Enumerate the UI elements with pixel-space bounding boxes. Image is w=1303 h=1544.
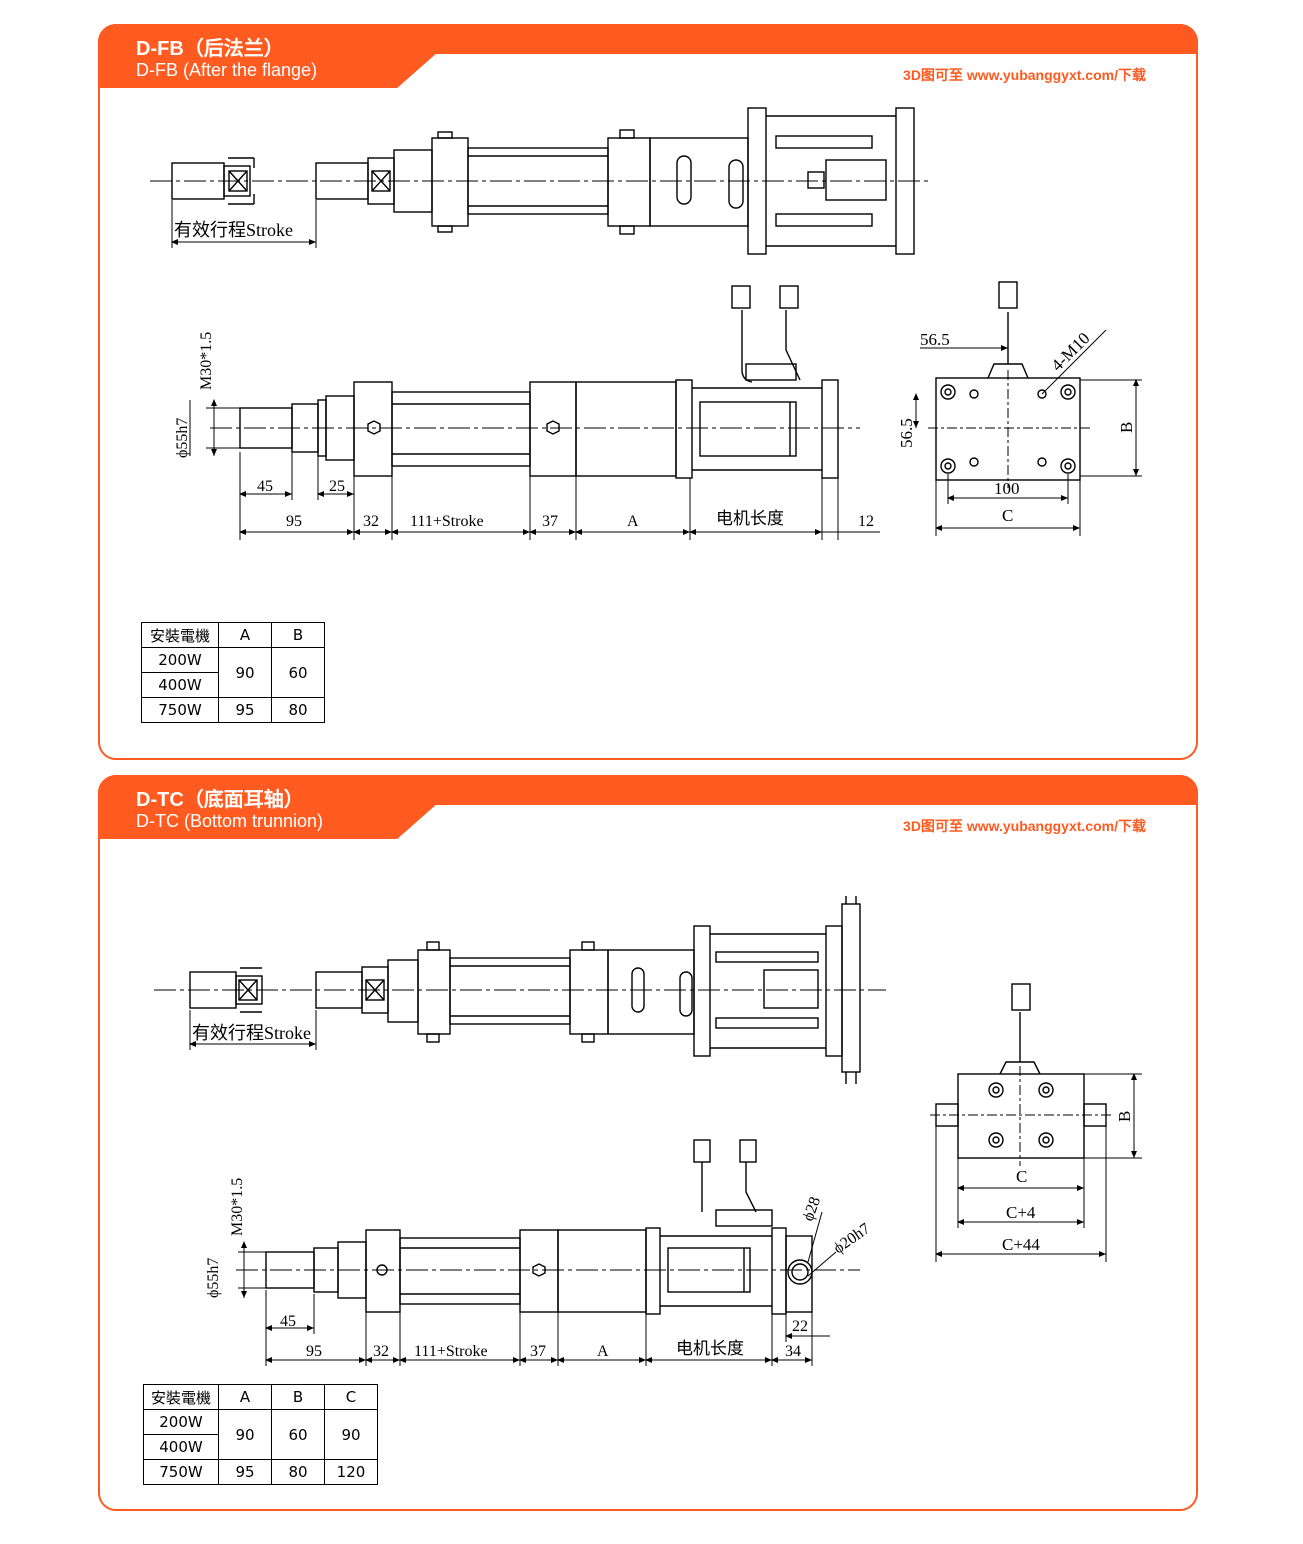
cell-motor: 400W xyxy=(141,672,219,698)
fb-side-view xyxy=(189,285,880,540)
dim-d55: ϕ55h7 xyxy=(205,1258,222,1298)
cell-c: 90 xyxy=(324,1409,378,1460)
header-motor: 安裝電機 xyxy=(143,1384,219,1410)
cell-b: 60 xyxy=(271,647,325,698)
motor-spec-table: 安裝電機 A B 200W 90 60 400W 750W 95 80 xyxy=(141,622,325,723)
header-c: C xyxy=(324,1384,378,1410)
dim-56-5-vertical: 56.5 xyxy=(897,418,916,448)
dim-4-m10: 4-M10 xyxy=(1047,329,1093,375)
cell-a: 90 xyxy=(218,1409,272,1460)
dim-c: C xyxy=(1002,506,1013,525)
dim-c-plus-4: C+4 xyxy=(1006,1203,1036,1222)
dim-32: 32 xyxy=(373,1343,389,1360)
cell-a: 90 xyxy=(218,647,272,698)
header-tab xyxy=(98,52,438,88)
fb-top-view xyxy=(150,107,930,255)
tc-top-view xyxy=(154,896,886,1084)
dim-100: 100 xyxy=(994,479,1020,498)
cell-motor: 200W xyxy=(143,1409,219,1435)
download-link[interactable]: 3D图可至 www.yubanggyxt.com/下载 xyxy=(903,818,1146,834)
section-title: D-TC（底面耳轴） xyxy=(136,789,304,811)
section-subtitle: D-FB (After the flange) xyxy=(136,60,318,80)
cell-b: 80 xyxy=(271,697,325,723)
header-a: A xyxy=(218,1384,272,1410)
dim-a: A xyxy=(597,1343,609,1360)
dim-37: 37 xyxy=(542,513,558,530)
header-tab xyxy=(98,803,438,839)
dim-25: 25 xyxy=(329,478,345,495)
dim-12: 12 xyxy=(858,513,874,530)
dim-32: 32 xyxy=(363,513,379,530)
dim-motor-length: 电机长度 xyxy=(676,1339,744,1358)
cell-motor: 400W xyxy=(143,1434,219,1460)
cell-c: 120 xyxy=(324,1459,378,1485)
dim-b: B xyxy=(1117,422,1136,433)
cell-motor: 750W xyxy=(141,697,219,723)
dim-a: A xyxy=(627,513,639,530)
cell-motor: 750W xyxy=(143,1459,219,1485)
cell-a: 95 xyxy=(218,1459,272,1485)
dim-111-stroke: 111+Stroke xyxy=(410,513,484,530)
section-subtitle: D-TC (Bottom trunnion) xyxy=(136,811,324,831)
header-b: B xyxy=(271,1384,325,1410)
cell-motor: 200W xyxy=(141,647,219,673)
stroke-label: 有效行程Stroke xyxy=(174,220,293,240)
dim-m30: M30*1.5 xyxy=(198,332,215,390)
download-link[interactable]: 3D图可至 www.yubanggyxt.com/下载 xyxy=(903,67,1146,83)
cell-a: 95 xyxy=(218,697,272,723)
dim-56-5-horizontal: 56.5 xyxy=(920,330,950,349)
fb-end-view xyxy=(913,281,1142,536)
dim-d55: ϕ55h7 xyxy=(174,418,191,458)
header-motor: 安裝電機 xyxy=(141,622,219,648)
dim-45: 45 xyxy=(280,1313,296,1330)
motor-spec-table: 安裝電機 A B C 200W 90 60 90 400W 750W 95 80… xyxy=(143,1384,378,1485)
header-a: A xyxy=(218,622,272,648)
dim-45: 45 xyxy=(257,478,273,495)
dim-motor-length: 电机长度 xyxy=(716,509,784,528)
header-band xyxy=(98,24,1198,54)
header-b: B xyxy=(271,622,325,648)
dim-111-stroke: 111+Stroke xyxy=(414,1343,488,1360)
dim-m30: M30*1.5 xyxy=(229,1178,246,1236)
tc-side-view xyxy=(236,1139,860,1366)
tc-end-view xyxy=(930,983,1142,1262)
dim-c-plus-44: C+44 xyxy=(1002,1235,1040,1254)
cell-b: 80 xyxy=(271,1459,325,1485)
dim-b: B xyxy=(1115,1111,1134,1122)
section-title: D-FB（后法兰） xyxy=(136,38,284,60)
header-band xyxy=(98,775,1198,805)
dim-c: C xyxy=(1016,1167,1027,1186)
dim-95: 95 xyxy=(306,1343,322,1360)
dim-d20: ϕ20h7 xyxy=(831,1220,874,1257)
dim-34: 34 xyxy=(785,1343,801,1360)
dim-37: 37 xyxy=(530,1343,546,1360)
cell-b: 60 xyxy=(271,1409,325,1460)
dim-22: 22 xyxy=(792,1318,808,1335)
stroke-label: 有效行程Stroke xyxy=(192,1023,311,1043)
dim-95: 95 xyxy=(286,513,302,530)
